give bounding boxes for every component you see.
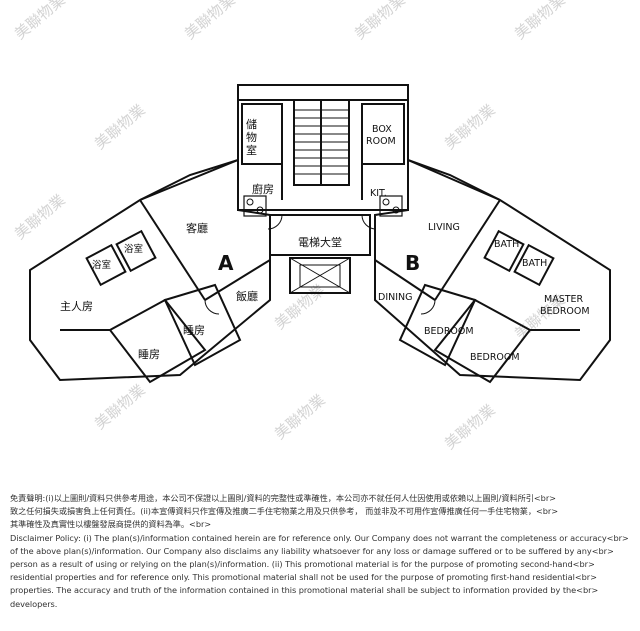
bath-b1-label: BATH [494, 239, 519, 250]
watermark-text: 美聯物業 [181, 0, 239, 43]
watermark-text: 美聯物業 [11, 191, 69, 243]
door-swings [204, 214, 436, 315]
unit-b-outline [374, 158, 611, 384]
bath-a2-label: 浴室 [124, 243, 143, 255]
disclaimer-line: residential properties and for reference… [10, 572, 597, 583]
disclaimer-line: 其準確性及真實性以樓盤發展商提供的資料為準。<br> [10, 519, 212, 530]
watermark-text: 美聯物業 [271, 281, 329, 333]
living-a-label: 客廳 [186, 221, 208, 235]
disclaimer-text: 免責聲明:(i)以上圖則/資料只供參考用途，本公司不保證以上圖則/資料的完整性或… [10, 492, 632, 611]
kitchen-a-label: 廚房 [252, 182, 274, 196]
watermark-layer: 美聯物業美聯物業美聯物業美聯物業美聯物業美聯物業美聯物業美聯物業美聯物業美聯物業… [11, 0, 569, 453]
central-core [237, 84, 409, 294]
watermark-text: 美聯物業 [11, 0, 69, 43]
master-bedroom-b-label-line1: MASTER [544, 294, 584, 305]
disclaimer-line: person as a result of using or relying o… [10, 559, 595, 570]
lift-lobby-label: 電梯大堂 [298, 235, 342, 249]
bath-b2-label: BATH [522, 258, 547, 269]
master-bedroom-a-label: 主人房 [60, 300, 93, 313]
watermark-text: 美聯物業 [441, 401, 499, 453]
living-b-label: LIVING [428, 222, 460, 233]
unit-b-letter: B [405, 251, 420, 275]
storage-label-line1: 儲物室 [246, 118, 257, 157]
bedroom-b1-label: BEDROOM [424, 326, 474, 337]
bedroom-b2-label: BEDROOM [470, 352, 520, 363]
disclaimer-line: of the above plan(s)/information. Our Co… [10, 545, 614, 556]
watermark-text: 美聯物業 [91, 101, 149, 153]
bedroom-a1-label: 睡房 [183, 324, 205, 337]
disclaimer-line: 致之任何損失或損害負上任何責任。(ii)本宣傳資料只作宣傳及推廣二手住宅物業之用… [10, 506, 559, 517]
watermark-text: 美聯物業 [91, 381, 149, 433]
watermark-text: 美聯物業 [441, 101, 499, 153]
disclaimer-line: 免責聲明:(i)以上圖則/資料只供參考用途，本公司不保證以上圖則/資料的完整性或… [10, 493, 556, 503]
watermark-text: 美聯物業 [271, 391, 329, 443]
bedroom-a2-label: 睡房 [138, 348, 160, 361]
bath-a1-label: 浴室 [92, 259, 111, 271]
disclaimer-line: Disclaimer Policy: (i) The plan(s)/infor… [10, 532, 629, 543]
box-room-label-line1: BOX [372, 124, 392, 135]
floor-plan: 美聯物業美聯物業美聯物業美聯物業美聯物業美聯物業美聯物業美聯物業美聯物業美聯物業… [11, 0, 611, 453]
watermark-text: 美聯物業 [511, 0, 569, 43]
disclaimer-line: developers. [10, 598, 58, 609]
unit-a-outline [29, 158, 271, 384]
unit-a-letter: A [218, 251, 234, 275]
disclaimer-line: properties. The accuracy and truth of th… [10, 585, 599, 596]
watermark-text: 美聯物業 [351, 0, 409, 43]
dining-b-label: DINING [378, 292, 413, 303]
box-room-label-line2: ROOM [366, 136, 396, 147]
kitchen-b-label: KIT. [370, 188, 387, 199]
dining-a-label: 飯廳 [236, 289, 258, 303]
master-bedroom-b-label-line2: BEDROOM [540, 306, 590, 317]
